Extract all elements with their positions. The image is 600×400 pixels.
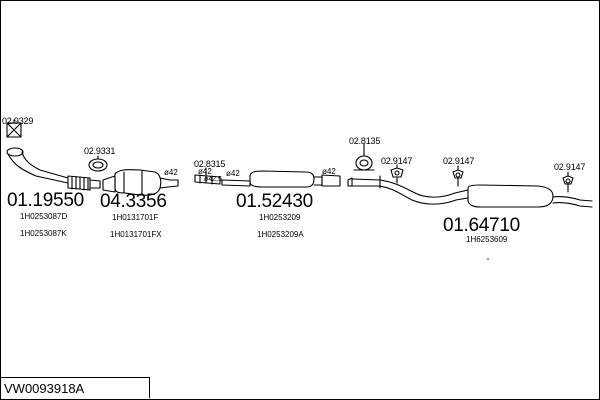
hanger-3-shape <box>562 175 574 193</box>
ref-label-02-8315: 02.8315 <box>194 159 226 169</box>
clamp-02-8315-shape <box>194 174 221 185</box>
ref-label-02-9147-b: 02.9147 <box>443 156 475 166</box>
ref-label-02-9329: 02.9329 <box>2 116 34 126</box>
part-number-1H0253087D: 1H0253087D <box>20 212 68 221</box>
part-number-1H0253209: 1H0253209 <box>259 213 301 222</box>
ref-label-01-64710: 01.64710 <box>443 215 520 236</box>
part-number-1H0131701F: 1H0131701F <box>112 213 159 222</box>
part-number-1H0253087K: 1H0253087K <box>20 229 67 238</box>
footer-box <box>0 377 150 398</box>
ref-label-01-19550: 01.19550 <box>7 190 84 211</box>
ref-label-01-52430: 01.52430 <box>236 191 313 212</box>
diameter-label-5: ø42 <box>322 167 336 176</box>
part-number-1H0131701FX: 1H0131701FX <box>110 230 162 239</box>
diameter-label-3: ø42,5 <box>204 176 222 183</box>
ref-label-04-3356: 04.3356 <box>100 191 167 212</box>
middle-silencer-shape <box>221 170 341 188</box>
part-number-1H0253209A: 1H0253209A <box>257 230 304 239</box>
part-number-1H6253609: 1H6253609 <box>466 235 508 244</box>
rear-pipe-shape <box>347 175 593 208</box>
ref-label-02-8135: 02.8135 <box>349 136 381 146</box>
ref-label-02-9331: 02.9331 <box>84 146 116 156</box>
clamp-02-8135-shape <box>353 155 375 171</box>
gasket-02-9331-shape <box>88 158 108 172</box>
diameter-label-2: ø42 <box>198 167 212 176</box>
front-pipe-shape <box>6 147 101 191</box>
catalytic-converter-shape <box>102 169 179 196</box>
ref-label-02-9147-a: 02.9147 <box>381 156 413 166</box>
ref-label-02-9147-c: 02.9147 <box>554 162 586 172</box>
hanger-1-shape <box>390 167 404 184</box>
diameter-label-4: ø42 <box>226 169 240 178</box>
dot-mark <box>487 258 489 260</box>
hanger-2-shape <box>452 169 464 187</box>
clamp-02-9329-shape <box>6 122 22 138</box>
diagram-code: VW0093918A <box>4 381 85 396</box>
diameter-label-1: ø42 <box>164 168 178 177</box>
